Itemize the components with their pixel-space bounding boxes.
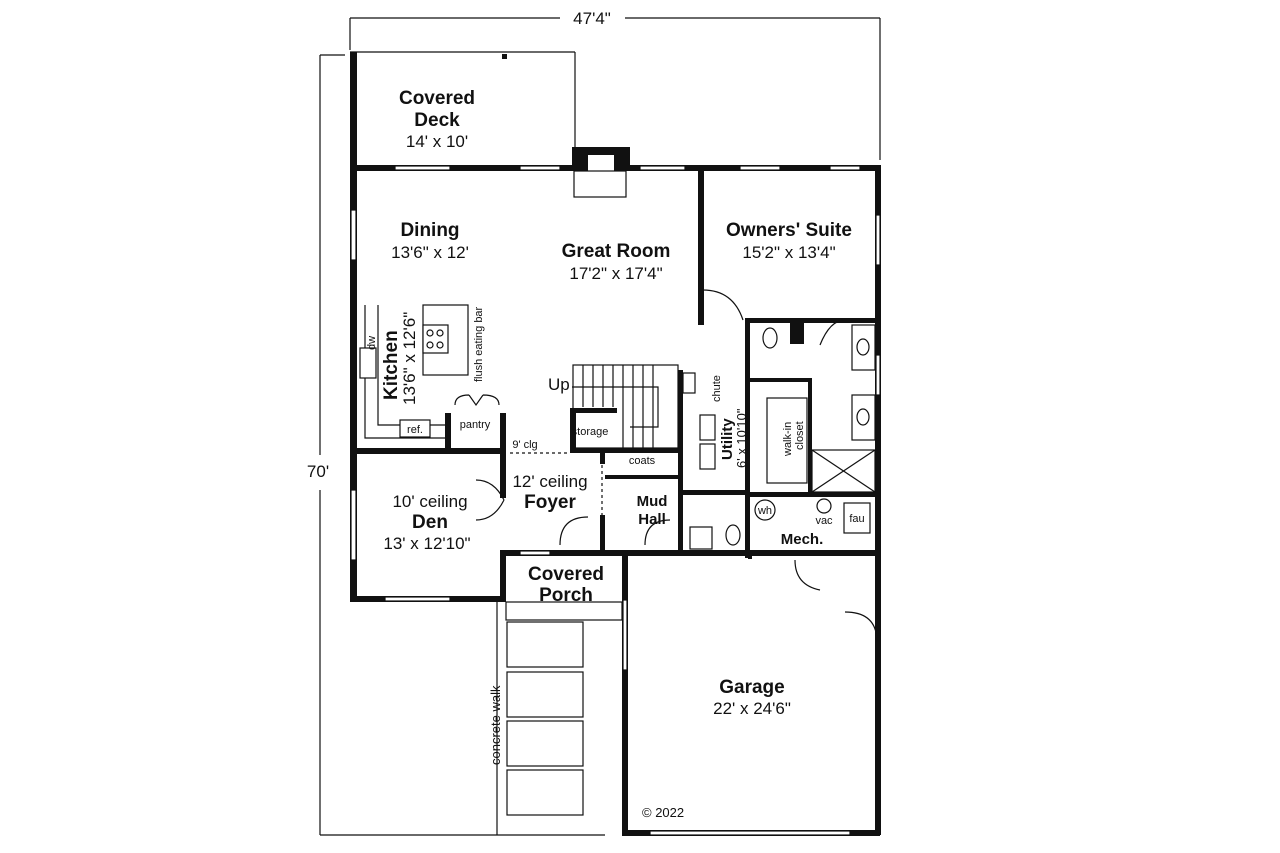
water-heater-label: wh bbox=[757, 505, 772, 517]
depth-dimension: 70' bbox=[307, 462, 329, 481]
foyer-label: Foyer bbox=[524, 492, 576, 513]
flush-eating-bar-label: flush eating bar bbox=[473, 306, 485, 382]
utility-size: 6' x 10'10" bbox=[734, 408, 749, 468]
dishwasher-label: dw bbox=[366, 336, 378, 350]
utility-fixtures bbox=[682, 324, 876, 550]
doors[interactable] bbox=[475, 289, 878, 643]
owners-suite-size: 15'2" x 13'4" bbox=[742, 243, 835, 262]
stairs-up-label: Up bbox=[548, 375, 570, 394]
windows bbox=[350, 165, 881, 836]
mud-hall-label-2: Hall bbox=[638, 511, 666, 528]
den-size: 13' x 12'10" bbox=[383, 534, 470, 553]
great-room-size: 17'2" x 17'4" bbox=[569, 264, 662, 283]
garage-size: 22' x 24'6" bbox=[713, 699, 791, 718]
mech-label: Mech. bbox=[781, 531, 824, 548]
vacuum-label: vac bbox=[815, 515, 833, 527]
interior-walls bbox=[350, 165, 880, 559]
dimension-lines bbox=[319, 17, 881, 836]
walk-in-closet-label: walk-in bbox=[782, 422, 794, 457]
covered-deck-label-2: Deck bbox=[414, 110, 460, 131]
kitchen-fixtures bbox=[359, 304, 500, 439]
covered-porch-label-2: Porch bbox=[539, 585, 593, 606]
covered-deck-size: 14' x 10' bbox=[406, 132, 468, 151]
concrete-walk-label: concrete walk bbox=[488, 685, 503, 765]
owners-suite-label: Owners' Suite bbox=[726, 220, 852, 241]
den-label: Den bbox=[412, 512, 448, 533]
utility-label: Utility bbox=[719, 418, 736, 460]
mud-hall-label: Mud bbox=[637, 493, 668, 510]
chute-label: chute bbox=[711, 375, 723, 402]
great-room-label: Great Room bbox=[562, 241, 671, 262]
pantry-label: pantry bbox=[460, 419, 491, 431]
den-ceiling-label: 10' ceiling bbox=[392, 492, 467, 511]
covered-deck-label: Covered bbox=[399, 88, 475, 109]
covered-deck-outline bbox=[350, 51, 576, 167]
kitchen-label: Kitchen bbox=[381, 330, 402, 400]
staircase[interactable] bbox=[572, 364, 679, 449]
width-dimension: 47'4" bbox=[573, 9, 611, 28]
refrigerator-label: ref. bbox=[407, 424, 423, 436]
fireplace bbox=[572, 147, 630, 198]
dining-label: Dining bbox=[400, 220, 459, 241]
kitchen-size: 13'6" x 12'6" bbox=[400, 312, 419, 405]
dining-size: 13'6" x 12' bbox=[391, 243, 469, 262]
ceiling-height-label: 9' clg bbox=[512, 439, 537, 451]
garage-label: Garage bbox=[719, 677, 784, 698]
copyright-label: © 2022 bbox=[642, 805, 684, 820]
covered-porch-label: Covered bbox=[528, 564, 604, 585]
concrete-walk bbox=[496, 601, 623, 835]
storage-label: storage bbox=[572, 426, 609, 438]
foyer-ceiling-label: 12' ceiling bbox=[512, 472, 587, 491]
coats-closet-label: coats bbox=[629, 455, 656, 467]
walk-in-closet-label-2: closet bbox=[794, 421, 806, 450]
furnace-label: fau bbox=[849, 513, 864, 525]
